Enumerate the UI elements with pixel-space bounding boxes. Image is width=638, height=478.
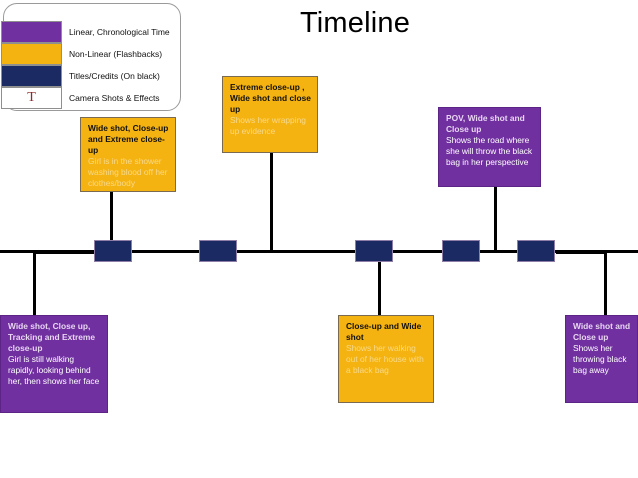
connector-shower [110, 191, 113, 251]
callout-leaving-house[interactable]: Close-up and Wide shot Shows her walking… [338, 315, 434, 403]
callout-walking[interactable]: Wide shot, Close up, Tracking and Extrem… [0, 315, 108, 413]
callout-heading: Wide shot, Close up, Tracking and Extrem… [8, 321, 96, 354]
legend-item-label: Non-Linear (Flashbacks) [69, 49, 163, 59]
callout-body: Shows the road where she will throw the … [446, 135, 533, 168]
connector-leaving-house [378, 251, 381, 315]
timeline-node-2[interactable] [199, 240, 237, 262]
legend-item-label: Linear, Chronological Time [69, 27, 170, 37]
legend-item-titles: Titles/Credits (On black) [1, 65, 183, 87]
legend-item-linear: Linear, Chronological Time [1, 21, 183, 43]
callout-body: Shows her throwing black bag away [573, 343, 627, 376]
legend-row-list: Linear, Chronological Time Non-Linear (F… [1, 21, 183, 109]
legend-item-effects: T Camera Shots & Effects [1, 87, 183, 109]
connector-throwing-vertical [604, 251, 607, 315]
callout-body: Girl is in the shower washing blood off … [88, 156, 168, 189]
callout-heading: Extreme close-up , Wide shot and close u… [230, 82, 311, 115]
callout-heading: Wide shot, Close-up and Extreme close-up [88, 123, 169, 156]
purple-swatch [1, 21, 62, 43]
callout-body: Girl is still walking rapidly, looking b… [8, 354, 100, 387]
timeline-node-3[interactable] [355, 240, 393, 262]
callout-shower[interactable]: Wide shot, Close-up and Extreme close-up… [80, 117, 176, 192]
letter-t-icon: T [1, 87, 62, 109]
connector-pov-road [494, 186, 497, 251]
callout-heading: Close-up and Wide shot [346, 321, 422, 343]
timeline-node-5[interactable] [517, 240, 555, 262]
callout-heading: Wide shot and Close up [573, 321, 631, 343]
yellow-swatch [1, 43, 62, 65]
timeline-node-1[interactable] [94, 240, 132, 262]
connector-evidence [270, 152, 273, 251]
callout-body: Shows her walking out of her house with … [346, 343, 424, 376]
legend-item-nonlinear: Non-Linear (Flashbacks) [1, 43, 183, 65]
navy-swatch [1, 65, 62, 87]
callout-body: Shows her wrapping up evidence [230, 115, 306, 137]
page-title: Timeline [299, 7, 411, 39]
callout-evidence[interactable]: Extreme close-up , Wide shot and close u… [222, 76, 318, 153]
timeline-node-4[interactable] [442, 240, 480, 262]
callout-pov-road[interactable]: POV, Wide shot and Close up Shows the ro… [438, 107, 541, 187]
legend-item-label: Camera Shots & Effects [69, 93, 160, 103]
connector-walking-vertical [33, 251, 36, 315]
legend-panel: Linear, Chronological Time Non-Linear (F… [1, 3, 183, 111]
callout-heading: POV, Wide shot and Close up [446, 113, 525, 135]
callout-throwing-bag[interactable]: Wide shot and Close up Shows her throwin… [565, 315, 638, 403]
legend-item-label: Titles/Credits (On black) [69, 71, 160, 81]
timeline-axis [0, 250, 638, 253]
